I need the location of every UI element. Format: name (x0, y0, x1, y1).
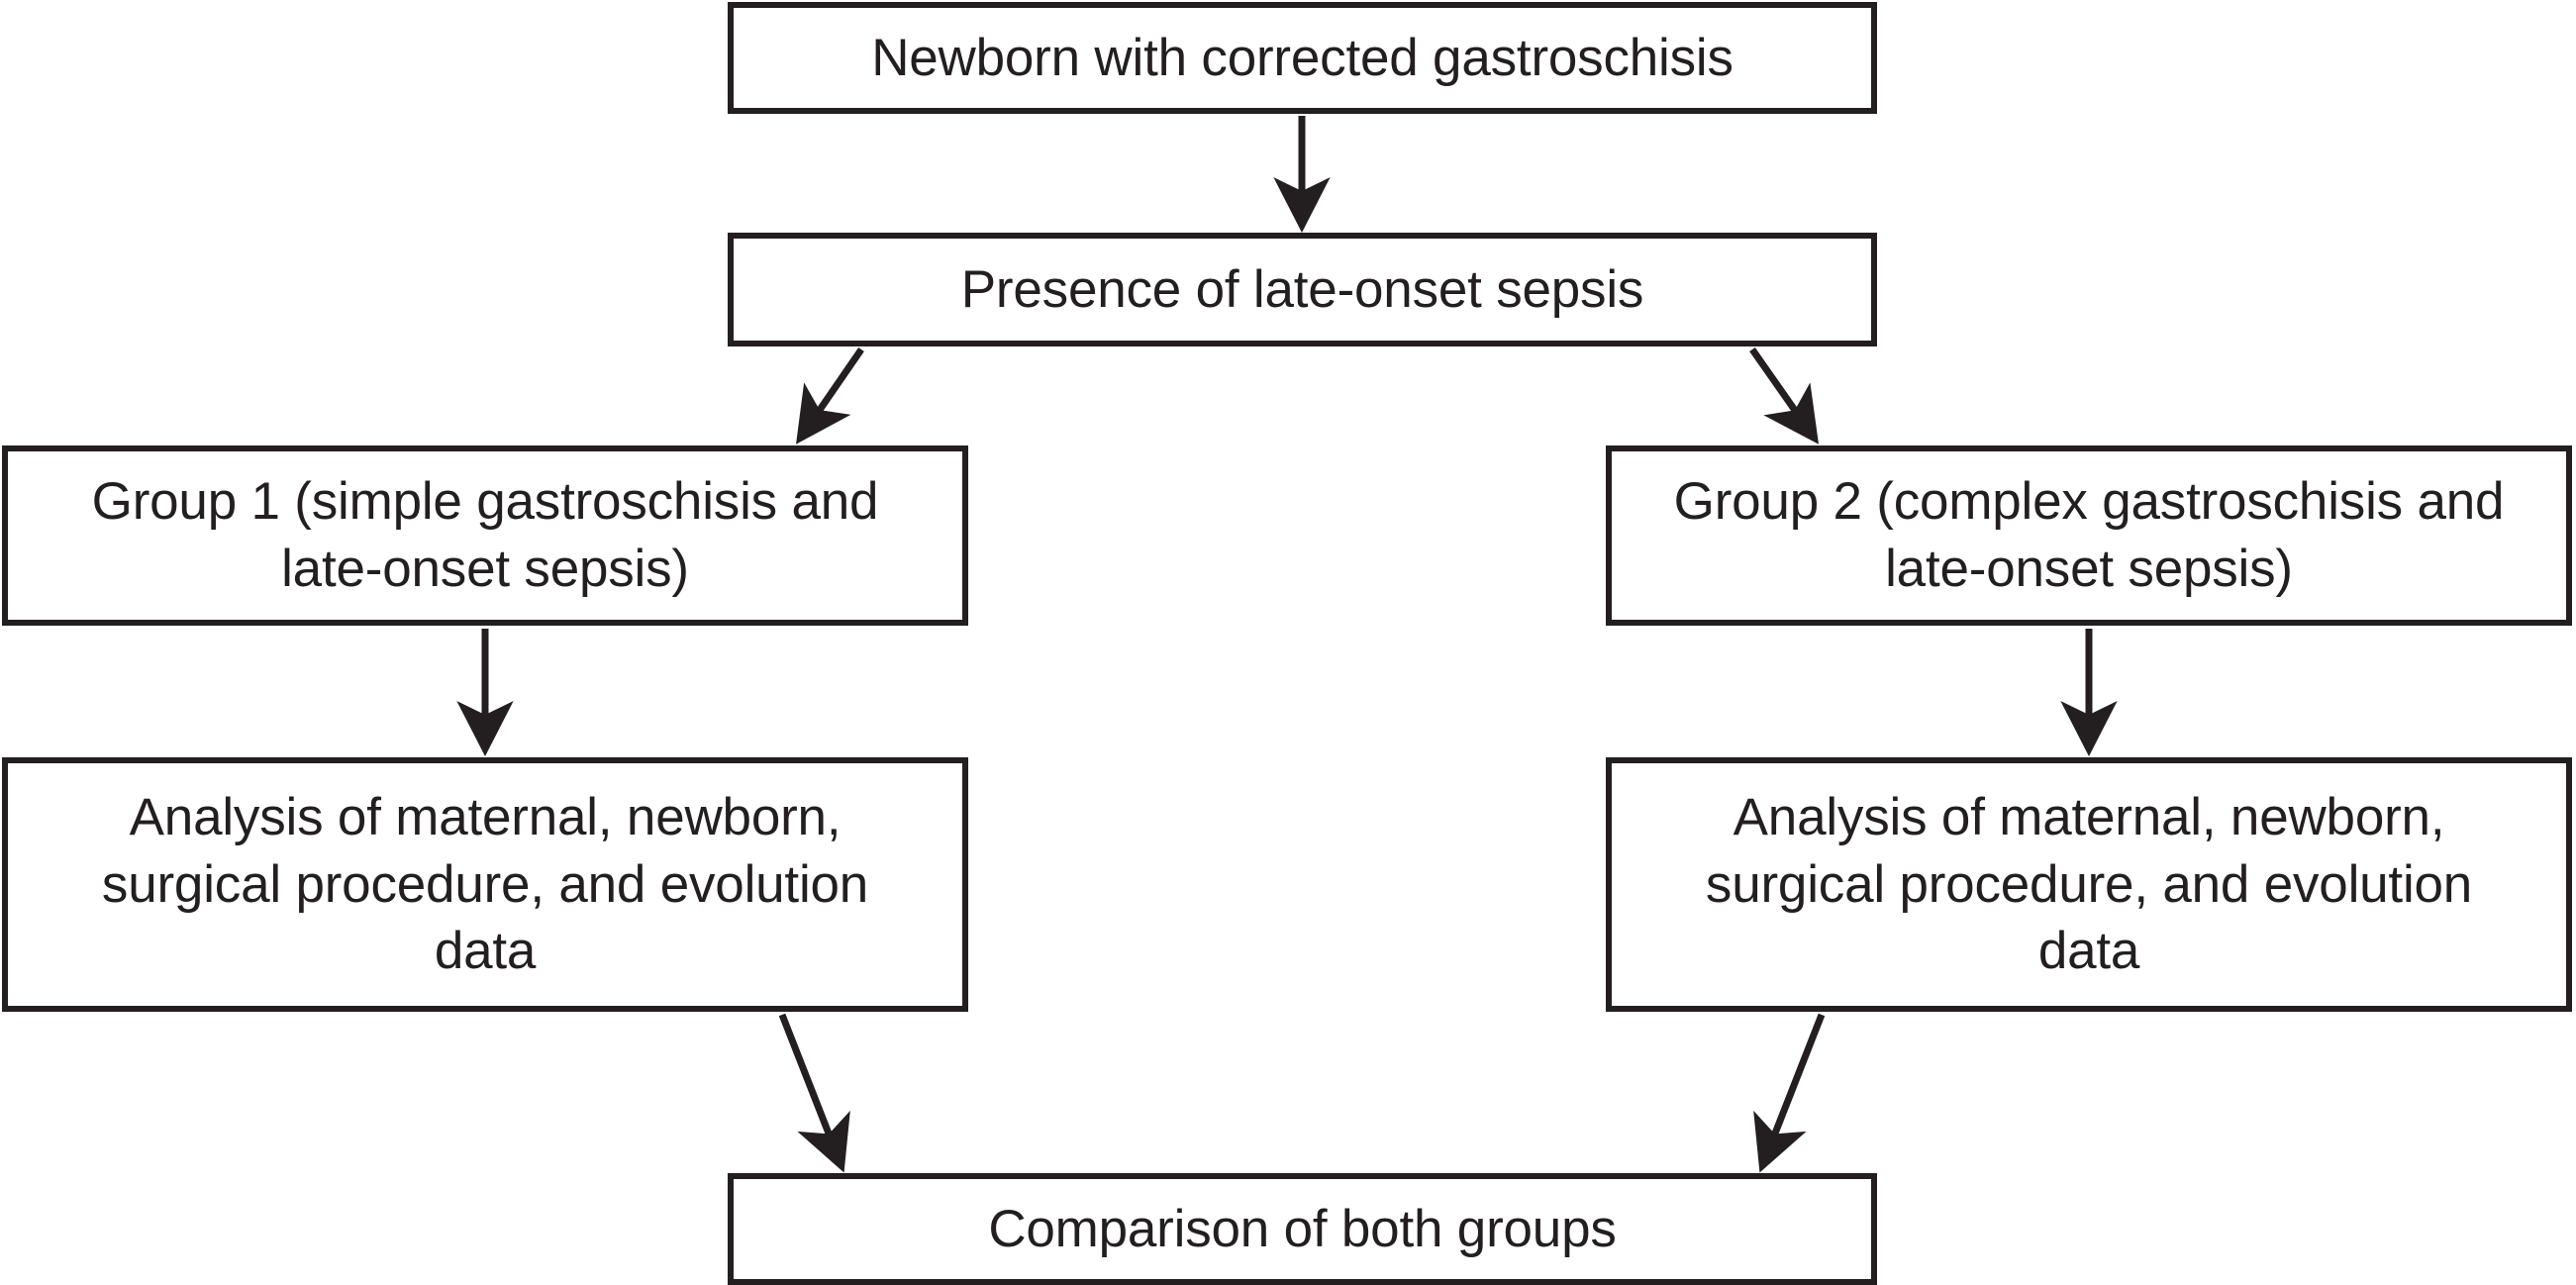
edge-sepsis-to-group2 (1749, 346, 1820, 445)
node-group2-label: Group 2 (complex gastroschisis and late-… (1673, 472, 2505, 598)
node-comparison-label: Comparison of both groups (988, 1199, 1617, 1258)
edge-sepsis-to-group1 (796, 347, 864, 445)
node-newborn-label: Newborn with corrected gastroschisis (871, 28, 1734, 87)
node-analysis-group-2: Analysis of maternal, newborn, surgical … (1606, 757, 2572, 1012)
node-group-2: Group 2 (complex gastroschisis and late-… (1606, 445, 2572, 626)
node-presence-of-late-onset-sepsis: Presence of late-onset sepsis (728, 233, 1877, 346)
node-group1-label: Group 1 (simple gastroschisis and late-o… (91, 472, 879, 598)
node-analysis-left-label: Analysis of maternal, newborn, surgical … (101, 787, 869, 981)
node-newborn-with-corrected-gastroschisis: Newborn with corrected gastroschisis (728, 2, 1877, 114)
node-sepsis-label: Presence of late-onset sepsis (960, 259, 1644, 319)
edge-analysis-right-to-comparison (1753, 1013, 1826, 1173)
edge-analysis-left-to-comparison (778, 1013, 850, 1173)
node-analysis-right-label: Analysis of maternal, newborn, surgical … (1705, 787, 2473, 981)
node-group-1: Group 1 (simple gastroschisis and late-o… (2, 445, 968, 626)
node-comparison-of-both-groups: Comparison of both groups (728, 1173, 1877, 1285)
node-analysis-group-1: Analysis of maternal, newborn, surgical … (2, 757, 968, 1012)
